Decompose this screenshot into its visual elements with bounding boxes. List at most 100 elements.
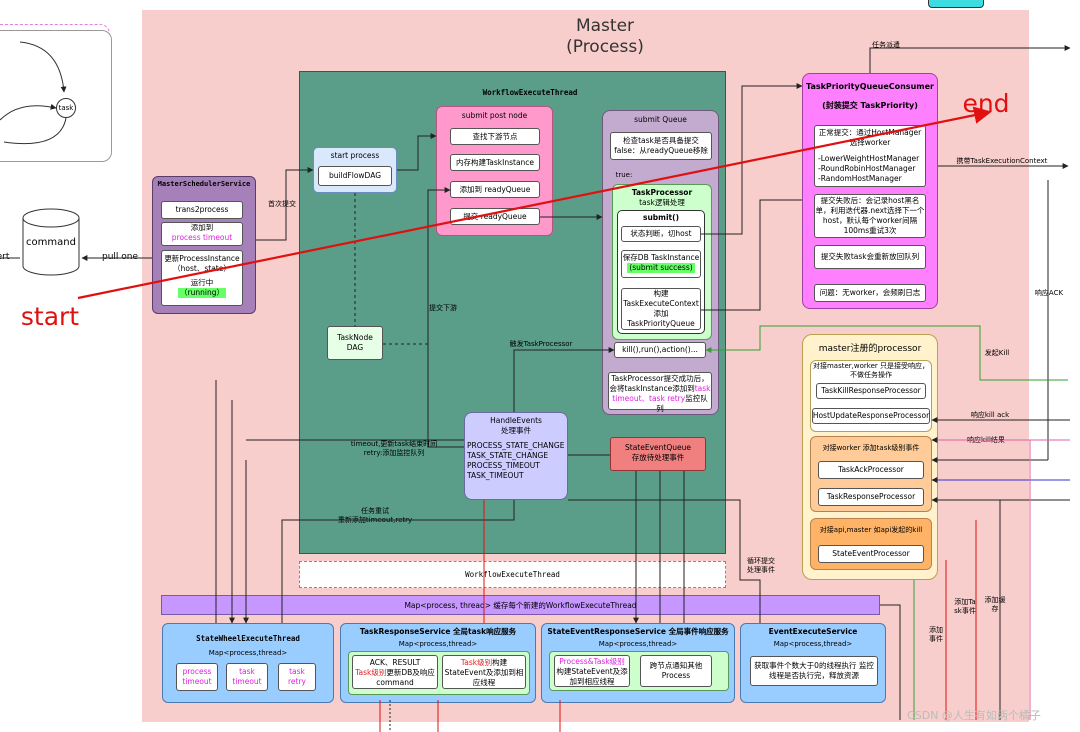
host-update-response-processor: HostUpdateResponseProcessor [812,408,930,424]
cylinder-icon [22,208,80,276]
carry-context-label: 携带TaskExecutionContext [956,156,1048,165]
add-to-label: 添加到 [190,223,214,232]
process-task-level-build: 构建StateEvent及添加到相应线程 [556,667,628,686]
fail-back-box: 提交失败task会重新放回队列 [814,245,926,269]
group2-title: 对接worker 添加task级别事件 [822,443,920,452]
group1-title: 对接master,worker 只是接受响应，不做任务操作 [812,362,929,379]
after-submit-timeout: task timeout、task retry [612,384,711,403]
process-timeout-label: process timeout [171,233,233,242]
thread-map-bar: Map<process, thread> 缓存每个新建的WorkflowExec… [161,595,880,615]
update-instance-box: 更新ProcessInstance（host、state） 运行中 （runni… [161,250,243,306]
handle-events: HandleEvents 处理事件 PROCESS_STATE_CHANGE T… [464,412,568,500]
task-level-build-box: Task级别构建StateEvent及添加到相应线程 [442,655,526,689]
normal-submit-label: 正常提交：通过HostManager选择worker [818,128,922,147]
event-execute-map: Map<process,thread> [773,639,853,648]
loop-note: 循环提交 处理事件 [736,557,786,575]
normal-submit-box: 正常提交：通过HostManager选择worker -LowerWeightH… [814,125,926,187]
state-task-timeout: TASK_TIMEOUT [467,471,524,480]
retry-note-line1: 任务重试 [361,507,389,515]
task-kill-response-processor: TaskKillResponseProcessor [816,383,926,399]
task-node-label: TaskNode [337,333,373,342]
submit-success-badge: (submit success) [627,263,695,273]
timeout-note-line1: timeout,更新task结束时间 [350,440,438,448]
after-submit-box: TaskProcessor提交成功后，会将taskInstance添加到task… [608,372,712,413]
state-event-queue-title: StateEventQueue [625,443,691,452]
running-cn-label: 运行中 [190,278,214,287]
after-submit-monitor: 监控队列 [656,394,708,413]
task-ack-processor: TaskAckProcessor [818,461,924,479]
ack-result-box: ACK、RESULT Task级别更新DB及响应command [352,655,438,689]
state-event-response-title: StateEventResponseService 全局事件响应服务 [547,627,729,636]
task-level-build: 构建StateEvent及添加到相应线程 [444,658,524,687]
handle-events-subtitle: 处理事件 [501,426,531,435]
save-db-label: 保存DB TaskInstance [622,253,700,262]
pull-one-label: pull one [101,252,139,262]
start-process-title: start process [330,151,380,160]
build-context-box: 构建 TaskExecuteContext 添加 TaskPriorityQue… [621,288,701,330]
submit-downstream-label: 提交下游 [429,303,457,312]
check-submit-label: 检查task是否具备提交 [623,136,699,145]
after-submit-text: TaskProcessor提交成功后，会将taskInstance添加到 [609,374,709,393]
task-level-label: Task级别 [460,658,493,667]
workflow-thread-dashed-label: WorkflowExecuteThread [299,561,726,588]
submit-method-label: submit() [643,212,679,222]
ack-result-label: ACK、RESULT [369,658,421,667]
add-task-event-label: 添加Task事件 [954,598,976,615]
task-response-title: TaskResponseService 全局task响应服务 [359,627,517,636]
task-processor-subtitle: task逻辑处理 [639,197,685,207]
task-circle: task [56,98,76,118]
timeout-note: timeout,更新task结束时间 retry:添加监控队列 [334,440,454,458]
build-task-instance: 内存构建TaskInstance [450,154,540,171]
process-task-level-label: Process&Task级别 [559,657,625,666]
trigger-processor-label: 触发TaskProcessor [509,339,573,348]
workflow-thread-title: WorkflowExecuteThread [482,87,578,97]
cross-node-notify-box: 跨节点通知其他Process [640,655,712,687]
send-kill-label: 发起Kill [984,348,1010,357]
state-process-change: PROCESS_STATE_CHANGE [467,441,565,450]
add-to-timeout-box: 添加到 process timeout [161,222,243,246]
response-kill-result-label: 响应kill结果 [967,435,1005,444]
response-ack-label: 响应ACK [1034,288,1064,297]
timeout-note-line2: retry:添加监控队列 [363,449,425,457]
wheel-process-timeout: process timeout [176,663,218,691]
save-db-box: 保存DB TaskInstance (submit success) [621,250,701,278]
master-title: Master [575,16,635,36]
scheduler-title: MasterSchedulerService [157,180,251,188]
state-check-box: 状态判断，切host [621,226,701,242]
consumer-title: TaskPriorityQueueConsumer [806,81,934,91]
update-instance-label: 更新ProcessInstance（host、state） [164,254,240,273]
kill-run-action-box: kill(),run(),action()... [614,342,706,358]
command-label: command [26,236,76,248]
processors-title: master注册的processor [818,343,922,354]
random-host: -RandomHostManager [818,174,902,183]
submit-post-node-title: submit post node [461,111,528,120]
command-store: command [22,208,80,276]
loop-note-line1: 循环提交 [747,557,775,565]
add-cache-label: 添加缓存 [984,596,1006,613]
false-remove-label: false：从readyQueue移除 [614,146,708,155]
retry-note-line2: 重新添加timeout,retry [337,516,413,524]
response-kill-ack-label: 响应kill ack [970,410,1010,419]
check-submit-box: 检查task是否具备提交 false：从readyQueue移除 [610,132,712,160]
dag-label: DAG [346,343,364,352]
ack-task-level: Task级别 [355,668,387,677]
end-annotation: end [962,88,1010,118]
retry-note: 任务重试 重新添加timeout,retry [330,507,420,525]
round-robin-host: -RoundRobinHostManager [818,164,916,173]
add-ready-queue: 添加到 readyQueue [450,181,540,198]
task-dispatch-label: 任务派遣 [872,40,900,49]
wheel-map: Map<process,thread> [208,648,288,657]
problem-box: 问题：无worker，会频刷日志 [814,284,926,302]
submit-queue-title: submit Queue [634,115,687,124]
task-response-processor: TaskResponseProcessor [818,488,924,506]
trans2process-box: trans2process [161,201,243,219]
state-event-response-map: Map<process,thread> [598,639,678,648]
start-annotation: start [20,301,80,331]
find-downstream-node: 查找下游节点 [450,128,540,145]
right-edge-panel [1062,0,1080,732]
loop-note-line2: 处理事件 [747,566,775,574]
build-flow-dag: buildFlowDAG [318,166,392,186]
lower-weight-host: -LowerWeightHostManager [818,154,920,163]
group3-title: 对接api,master 如api发起的kill [819,525,923,534]
event-execute-title: EventExecuteService [768,627,858,636]
